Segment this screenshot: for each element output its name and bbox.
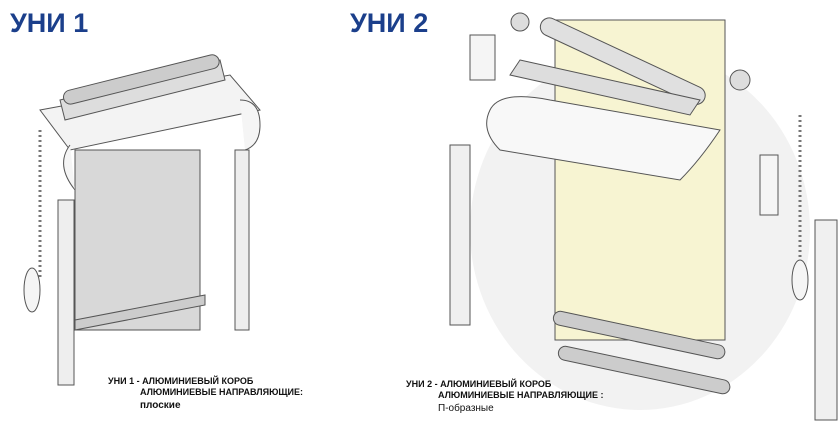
uni1-caption: УНИ 1 - АЛЮМИНИЕВЫЙ КОРОБ АЛЮМИНИЕВЫЕ НА… [108, 376, 303, 411]
uni2-bottom-bar [552, 310, 726, 360]
uni1-assembly [23, 54, 261, 386]
uni1-chain-weight [23, 267, 41, 313]
uni1-bottom-bar [74, 294, 206, 331]
uni1-caption-line1: УНИ 1 - АЛЮМИНИЕВЫЙ КОРОБ [108, 376, 254, 386]
uni1-roller-tube [62, 54, 220, 105]
uni2-washer [510, 12, 530, 32]
uni2-caption-line2: АЛЮМИНИЕВЫЕ НАПРАВЛЯЮЩИЕ : [438, 390, 604, 400]
uni2-right-guide [814, 219, 838, 421]
uni1-caption-line3: плоские [140, 400, 181, 411]
uni1-left-guide [57, 199, 75, 386]
uni2-caption-line3: П-образные [438, 403, 494, 414]
uni2-assembly [449, 12, 838, 421]
uni2-title: УНИ 2 [350, 8, 429, 38]
uni2-cassette-box [486, 96, 721, 181]
uni1-right-guide [234, 149, 250, 331]
uni1-caption-line2: АЛЮМИНИЕВЫЕ НАПРАВЛЯЮЩИЕ: [140, 387, 303, 397]
uni1-end-cap [239, 99, 261, 151]
uni2-bracket [469, 34, 496, 81]
uni2-left-guide [449, 144, 471, 326]
uni2-rail [509, 59, 701, 116]
uni1-title: УНИ 1 [10, 8, 89, 38]
uni2-roller-tube [539, 17, 706, 105]
uni2-caption-line1: УНИ 2 - АЛЮМИНИЕВЫЙ КОРОБ [406, 379, 552, 389]
uni2-caption: УНИ 2 - АЛЮМИНИЕВЫЙ КОРОБ АЛЮМИНИЕВЫЕ НА… [406, 379, 604, 414]
